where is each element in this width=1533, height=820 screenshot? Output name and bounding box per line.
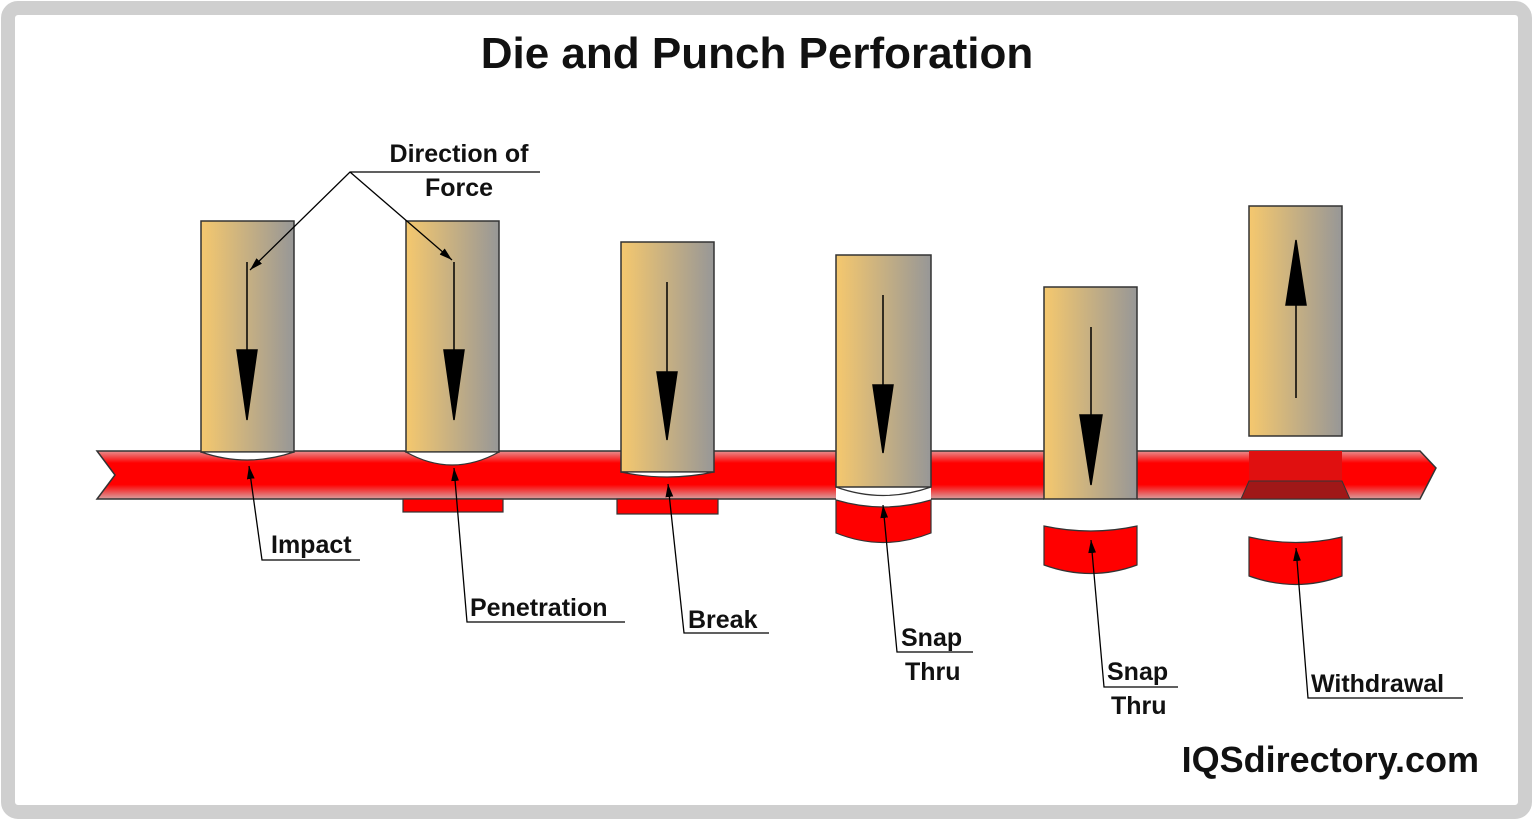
label-impact: Impact xyxy=(271,531,352,559)
slug-6 xyxy=(1248,536,1343,586)
slug-2 xyxy=(402,498,504,513)
slug-5 xyxy=(1043,525,1138,575)
slug-3 xyxy=(616,498,719,515)
arrow-down-icon xyxy=(236,349,258,421)
watermark: IQSdirectory.com xyxy=(1182,739,1479,780)
label-thru-1: Thru xyxy=(905,658,961,686)
dimple-4 xyxy=(835,486,932,497)
label-snap-2: Snap xyxy=(1107,658,1168,686)
arrow-down-icon xyxy=(872,384,894,454)
arrow-down-icon xyxy=(656,371,678,441)
hole-top xyxy=(1249,451,1342,481)
diagram-title: Die and Punch Perforation xyxy=(481,29,1034,78)
label-thru-2: Thru xyxy=(1111,692,1167,720)
dimple-3 xyxy=(620,471,715,478)
dimple-1 xyxy=(200,451,295,461)
slug-4 xyxy=(835,499,932,544)
label-snap-1: Snap xyxy=(901,624,962,652)
direction-label-2: Force xyxy=(425,174,493,202)
label-penetration: Penetration xyxy=(470,594,608,622)
hole-bottom xyxy=(1240,480,1351,500)
punch-2 xyxy=(405,220,500,453)
label-break: Break xyxy=(688,606,758,634)
direction-label-1: Direction of xyxy=(390,140,530,168)
arrow-down-icon xyxy=(1079,414,1103,486)
arrow-up-icon xyxy=(1285,239,1307,306)
material-strip xyxy=(95,450,1437,500)
label-withdrawal: Withdrawal xyxy=(1311,670,1444,698)
arrow-down-icon xyxy=(443,349,465,421)
dimple-2 xyxy=(403,451,500,466)
